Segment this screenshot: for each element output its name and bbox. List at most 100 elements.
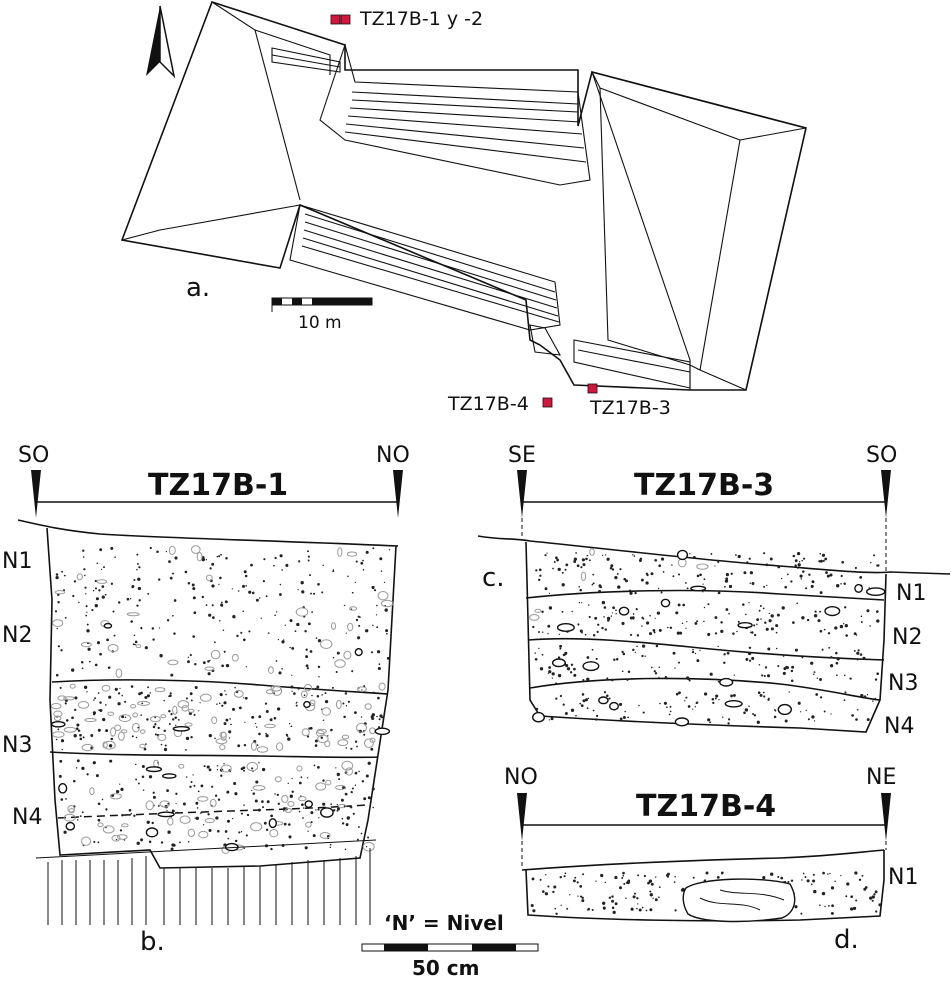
sediment-dot [304, 629, 307, 633]
sediment-dot [131, 735, 134, 738]
sediment-dot [361, 780, 365, 783]
sediment-dot [321, 694, 323, 696]
sediment-dot [110, 737, 114, 741]
sediment-dot [131, 586, 134, 589]
sediment-dot [217, 798, 221, 801]
sediment-dot [767, 698, 770, 701]
sediment-dot [356, 838, 359, 841]
sediment-dot [166, 789, 169, 792]
sediment-dot [171, 809, 175, 813]
sediment-dot [686, 587, 689, 590]
rock [145, 766, 163, 773]
pebble [118, 714, 132, 722]
pebble [111, 834, 121, 842]
sediment-dot [629, 589, 631, 592]
pebble [284, 808, 292, 813]
sediment-dot [352, 812, 355, 815]
sediment-dot [819, 696, 823, 699]
sediment-dot [375, 614, 378, 616]
sediment-dot [93, 840, 96, 843]
sediment-dot [275, 660, 278, 662]
sediment-dot [288, 723, 291, 725]
sediment-dot [356, 745, 358, 748]
sediment-dot [361, 689, 363, 691]
sediment-dot [554, 682, 558, 686]
sediment-dot [246, 813, 250, 817]
sediment-dot [291, 777, 293, 780]
sediment-dot [83, 685, 88, 689]
sediment-dot [242, 766, 246, 770]
pebble [126, 612, 140, 617]
sediment-dot [685, 627, 687, 629]
profile-b-level-4: N4 [12, 805, 42, 830]
rock [866, 587, 886, 596]
sediment-dot [667, 626, 669, 629]
sediment-dot [565, 563, 569, 567]
pebble [380, 599, 394, 608]
sediment-dot [608, 896, 612, 899]
sediment-dot [55, 738, 58, 741]
sediment-dot [632, 613, 635, 615]
sediment-dot [611, 612, 614, 614]
sediment-dot [725, 577, 729, 581]
sediment-dot [674, 876, 676, 878]
sediment-dot [561, 610, 564, 613]
sediment-dot [194, 817, 196, 819]
sediment-dot [376, 650, 381, 654]
sediment-dot [682, 603, 686, 607]
sediment-dot [649, 614, 651, 617]
sediment-dot [227, 837, 229, 840]
pebble [377, 591, 389, 601]
sediment-dot [719, 648, 721, 651]
sediment-dot [662, 571, 665, 573]
sediment-dot [658, 666, 661, 668]
sediment-dot [615, 612, 617, 615]
sediment-dot [824, 905, 826, 908]
sediment-dot [220, 601, 223, 604]
sediment-dot [136, 562, 139, 565]
sediment-dot [71, 716, 74, 720]
sediment-dot [765, 563, 769, 567]
sediment-dot [65, 798, 67, 800]
sediment-dot [196, 807, 199, 809]
sediment-dot [674, 667, 676, 669]
sediment-dot [871, 899, 874, 902]
sediment-dot [59, 686, 62, 689]
sediment-dot [830, 713, 832, 715]
sediment-dot [762, 607, 765, 610]
sediment-dot [641, 644, 646, 648]
sediment-dot [138, 566, 141, 569]
plan-panel-label: a. [186, 273, 210, 303]
sediment-dot [151, 821, 154, 825]
profile-b-level-3: N3 [2, 733, 32, 758]
sediment-dot [573, 557, 578, 561]
sediment-dot [168, 694, 172, 698]
sediment-dot [167, 802, 170, 805]
sediment-dot [185, 736, 190, 741]
sediment-dot [132, 643, 135, 646]
sediment-dot [208, 828, 212, 833]
sediment-dot [169, 692, 172, 695]
sediment-dot [225, 663, 230, 668]
sediment-dot [223, 722, 227, 726]
pebble [96, 579, 108, 584]
sediment-dot [598, 590, 602, 594]
sediment-dot [299, 782, 301, 784]
sediment-dot [691, 650, 695, 654]
sediment-dot [769, 557, 773, 561]
sediment-dot [538, 647, 540, 650]
sediment-dot [243, 744, 247, 747]
sediment-dot [207, 672, 211, 676]
pebble [337, 739, 349, 746]
sediment-dot [560, 904, 562, 906]
sediment-dot [314, 687, 317, 691]
sediment-dot [223, 701, 227, 705]
site-plan [120, 1, 807, 391]
sediment-dot [658, 564, 662, 568]
sediment-dot [290, 725, 293, 728]
sediment-dot [586, 677, 590, 681]
sediment-dot [688, 679, 691, 682]
pebble [172, 705, 178, 715]
pebble [63, 696, 75, 701]
rock [674, 717, 690, 727]
